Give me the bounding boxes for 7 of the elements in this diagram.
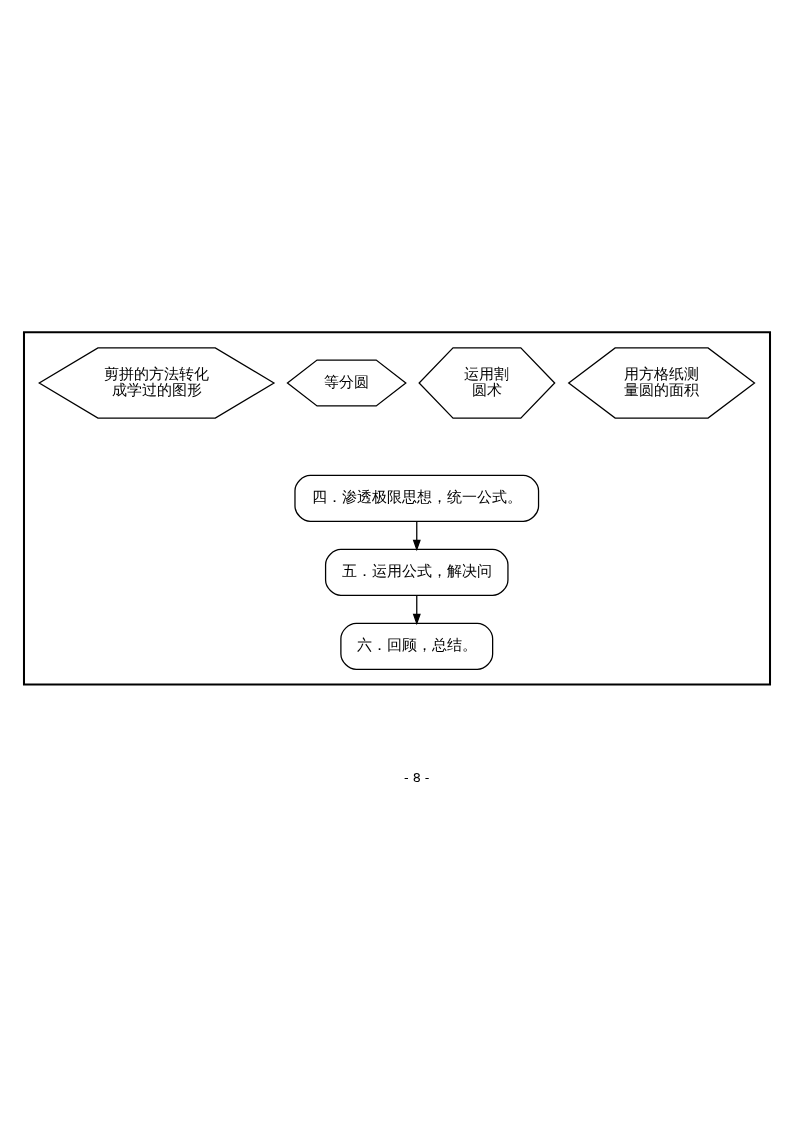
node-box: 六．回顾，总结。 xyxy=(340,622,494,670)
node-box: 四．渗透极限思想，统一公式。 xyxy=(294,474,540,522)
cluster xyxy=(22,330,772,686)
arrow xyxy=(412,594,421,625)
label: - 8 - xyxy=(404,769,430,785)
node-box: 五．运用公式，解决问 xyxy=(324,548,509,596)
arrow xyxy=(412,520,421,551)
